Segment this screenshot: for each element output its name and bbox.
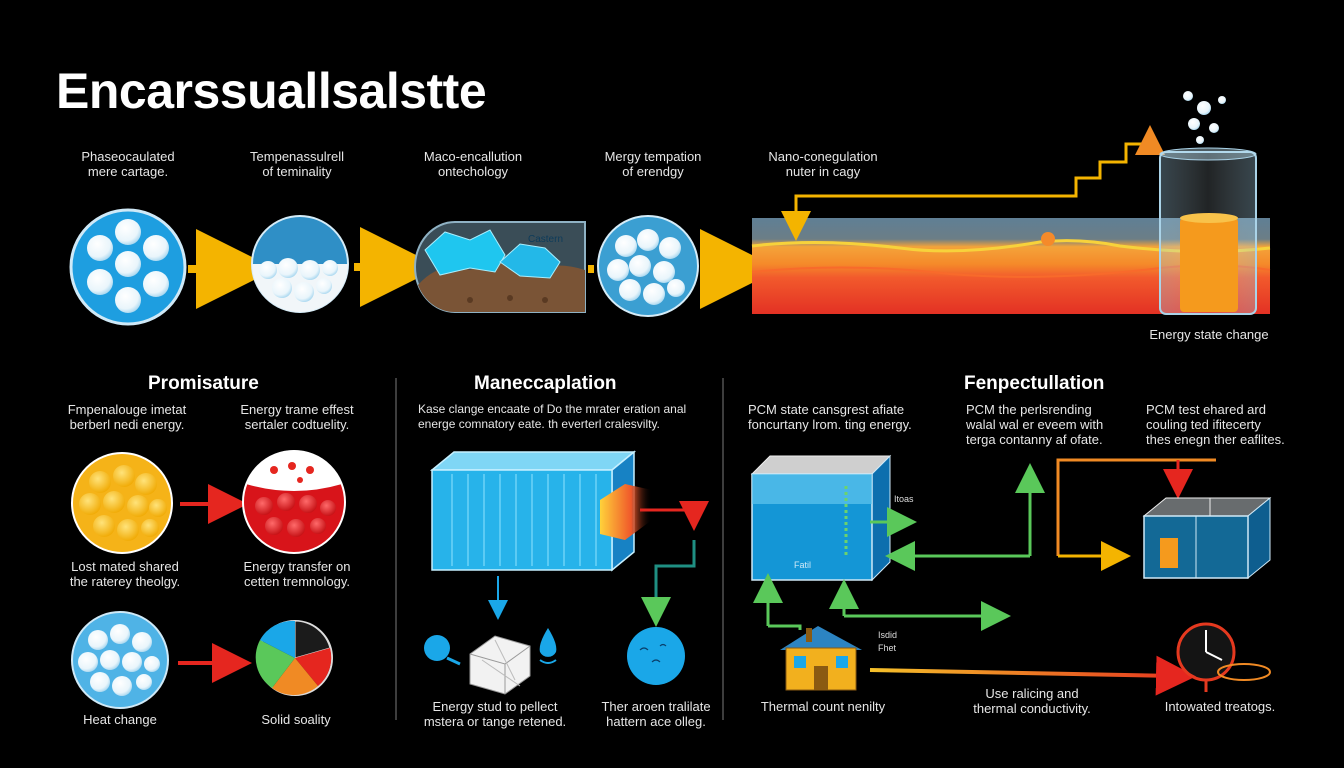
- small-label-4: Fhet: [878, 643, 897, 653]
- right-caption-1: PCM state cansgrest afiate foncurtany lr…: [748, 402, 912, 432]
- storage-module-box: [1142, 496, 1272, 580]
- top-caption-4: Mergy tempation of erendgy: [604, 149, 702, 179]
- left-caption-5: Heat change: [83, 712, 157, 727]
- section-heading-fenpectullation: Fenpectullation: [964, 373, 1105, 394]
- red-bend-arrow: [640, 501, 709, 531]
- water-drop-icon: [539, 628, 557, 664]
- house-icon: [780, 626, 862, 691]
- section-heading-maneccaplation: Maneccaplation: [474, 373, 617, 394]
- gradient-heat-arrow: [869, 655, 1196, 696]
- pcm-microcapsule-circle: [69, 208, 187, 326]
- magnifier-icon: [424, 635, 461, 666]
- page-title: Encarssuallsalstte: [56, 63, 487, 119]
- top-caption-5: Nano-conegulation nuter in cagy: [768, 149, 878, 179]
- right-caption-5: Use ralicing and thermal conductivity.: [973, 686, 1091, 716]
- small-label-1: Itoas: [894, 494, 914, 504]
- middle-description: Kase clange encaate of Do the mrater era…: [418, 402, 687, 431]
- left-caption-1: Fmpenalouge imetat berberl nedi energy.: [67, 402, 187, 432]
- left-caption-2: Energy trame effest sertaler codtuelity.: [240, 402, 354, 432]
- top-caption-1: Phaseocaulated mere cartage.: [81, 149, 175, 179]
- teal-down-arrow: [641, 540, 696, 627]
- stepped-energy-arrow: [794, 142, 1150, 228]
- right-caption-2: PCM the perlsrending walal wal er eveem …: [966, 402, 1104, 447]
- capsule-label: Castern: [528, 234, 564, 245]
- right-caption-6: Intowated treatogs.: [1164, 699, 1276, 714]
- middle-caption-2: Ther aroen tralilate hattern ace olleg.: [601, 699, 711, 729]
- state-change-caption: Energy state change: [1149, 327, 1269, 342]
- right-caption-4: Thermal count nenilty: [760, 699, 886, 714]
- heat-exchanger-box: [429, 450, 652, 572]
- middle-caption-1: Energy stud to pellect mstera or tange r…: [423, 699, 567, 729]
- solid-solubility-pie: [255, 620, 333, 696]
- blue-capsule-cluster: [71, 611, 169, 709]
- energy-capsule-circle: [597, 215, 699, 317]
- right-caption-3: PCM test ehared ard couling ted ifitecer…: [1146, 402, 1285, 447]
- temperature-capsule-circle: [251, 215, 349, 313]
- section-heading-promisature: Promisature: [148, 373, 259, 394]
- small-label-3: Isdid: [878, 630, 898, 640]
- top-caption-3: Maco-encallution ontechology: [423, 149, 523, 179]
- top-caption-2: Tempenassulrell of teminality: [250, 149, 344, 179]
- pcm-tank-box: [750, 454, 892, 582]
- droplet-circle-icon: [627, 627, 685, 685]
- left-caption-6: Solid soality: [261, 712, 331, 727]
- left-caption-4: Energy transfer on cetten tremnology.: [243, 559, 351, 589]
- macro-capsule-cross-section: [414, 221, 586, 313]
- crystal-block-icon: [469, 635, 531, 695]
- small-label-2: Fatil: [794, 560, 812, 570]
- yellow-pcm-particles: [71, 452, 173, 554]
- glass-cylinder-state-change: [1159, 91, 1257, 315]
- red-pcm-particles: [242, 450, 346, 554]
- left-caption-3: Lost mated shared the raterey theolgy.: [69, 559, 181, 589]
- thermostat-clock-icon: [1176, 622, 1271, 692]
- orange-loop-line: [1056, 458, 1216, 556]
